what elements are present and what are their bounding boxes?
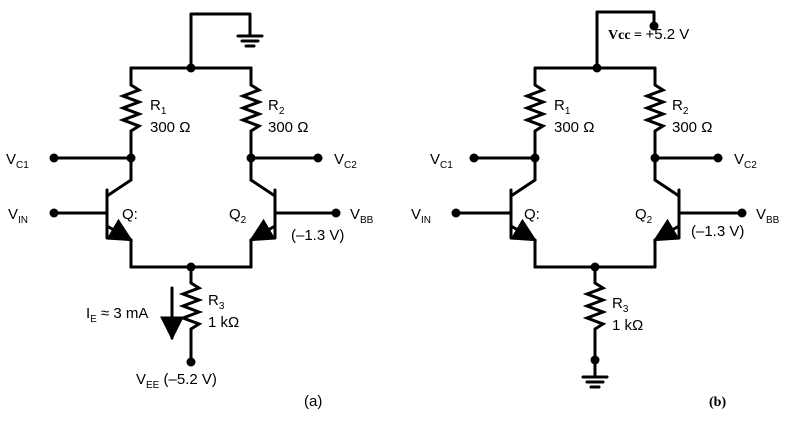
b-r2-label: R2: [672, 97, 689, 117]
b-node-top: [592, 63, 602, 73]
a-r3-label: R3: [208, 292, 225, 312]
b-resistor-r1: [522, 83, 548, 133]
a-vc2-label: VC2: [334, 151, 357, 171]
a-ie-label: IE ≈ 3 mA: [86, 305, 148, 325]
b-vc1-label: VC1: [430, 151, 453, 171]
a-vee-label: VEE (–5.2 V): [136, 371, 217, 391]
b-vcc-terminal: [649, 21, 659, 31]
b-vc2-label: VC2: [734, 151, 757, 171]
b-vc2-terminal: [713, 153, 723, 163]
a-r1-value: 300 Ω: [150, 119, 190, 136]
a-q2-label: Q2: [229, 206, 247, 226]
a-vin-label: VIN: [8, 206, 28, 226]
circuit-a: R1 300 Ω R2 300 Ω VC1 VC2 VIN Q:: [6, 12, 374, 410]
b-r2-value: 300 Ω: [672, 119, 712, 136]
a-vee-terminal: [186, 357, 196, 367]
a-vc2-terminal: [313, 153, 323, 163]
b-q1-label: Q:: [524, 206, 540, 223]
b-q2-label: Q2: [635, 206, 653, 226]
a-node-top: [186, 63, 196, 73]
b-transistor-q2: [652, 156, 681, 269]
b-vin-terminal: [451, 208, 461, 218]
a-r3-value: 1 kΩ: [208, 314, 239, 331]
a-vbb-value: (–1.3 V): [291, 227, 344, 244]
b-caption: (b): [709, 395, 726, 410]
a-ground-wire: [189, 12, 252, 70]
b-vbb-label: VBB: [756, 206, 780, 226]
a-r2-label: R2: [268, 97, 285, 117]
a-r1-label: R1: [150, 97, 167, 117]
a-vbb-terminal: [331, 208, 341, 218]
a-resistor-r2: [238, 83, 264, 133]
b-r3-label: R3: [612, 295, 629, 315]
a-vc1-label: VC1: [6, 151, 29, 171]
circuit-b: Vcc = +5.2 V R1 300 Ω R2 300 Ω VC1 VC2: [411, 10, 780, 410]
b-ground-symbol-bottom: [581, 375, 609, 389]
b-resistor-r3: [582, 281, 608, 331]
a-caption: (a): [304, 393, 322, 410]
b-r1-value: 300 Ω: [554, 119, 594, 136]
a-transistor-q2: [248, 156, 277, 269]
a-q1-label: Q:: [122, 206, 138, 223]
b-r1-label: R1: [554, 97, 571, 117]
a-vin-terminal: [49, 208, 59, 218]
a-vc1-terminal: [49, 153, 59, 163]
b-vbb-value: (–1.3 V): [691, 223, 744, 240]
b-resistor-r2: [642, 83, 668, 133]
b-vin-label: VIN: [411, 206, 431, 226]
b-r3-value: 1 kΩ: [612, 317, 643, 334]
a-resistor-r3: [178, 281, 204, 331]
b-vc1-terminal: [469, 153, 479, 163]
a-ground-symbol-top: [236, 34, 264, 48]
a-vbb-label: VBB: [350, 206, 374, 226]
a-r2-value: 300 Ω: [268, 119, 308, 136]
b-supply-wire: [595, 10, 656, 70]
b-vcc-label: Vcc = +5.2 V: [608, 26, 689, 43]
a-resistor-r1: [118, 83, 144, 133]
b-vbb-terminal: [737, 208, 747, 218]
